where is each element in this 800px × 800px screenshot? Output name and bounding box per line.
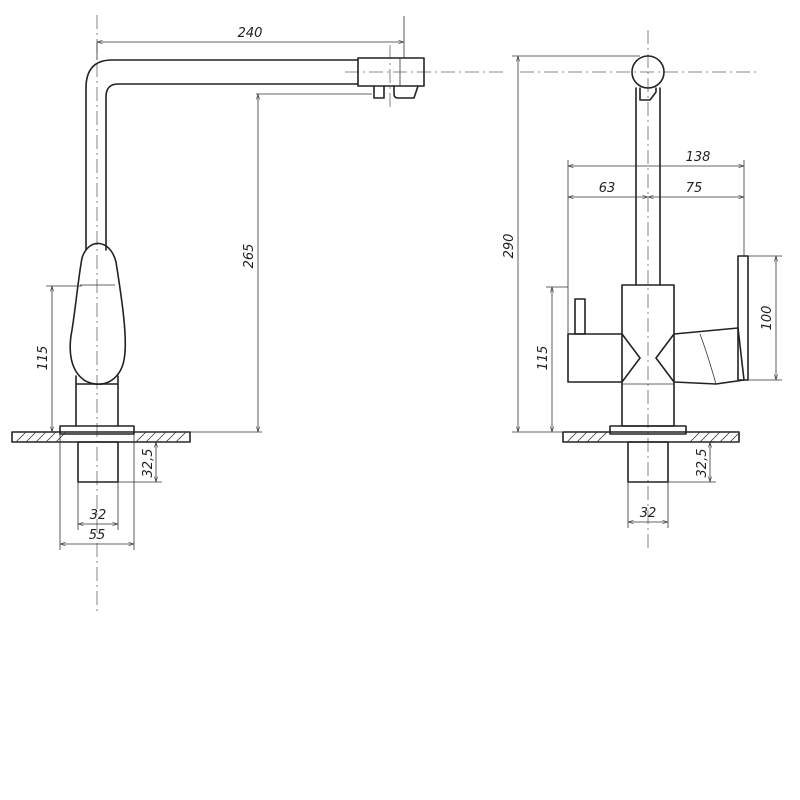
side-spout-head [357, 57, 425, 87]
side-view [11, 15, 505, 615]
front-view [520, 30, 760, 548]
front-right-lever [737, 255, 749, 381]
dim-overall-width: 138 [686, 150, 711, 165]
front-mount-shank [627, 441, 669, 483]
front-central-body [621, 284, 675, 427]
side-base-flange [59, 425, 135, 435]
dim-total-height: 290 [502, 234, 517, 259]
dim-front-mount-depth: 32,5 [695, 449, 710, 478]
front-right-handle [655, 327, 745, 385]
dim-base-diameter: 55 [89, 528, 106, 543]
dim-spout-height: 265 [242, 244, 257, 269]
front-spout-head [631, 55, 665, 89]
dim-front-shank-diameter: 32 [640, 506, 657, 521]
dim-mount-depth: 32,5 [141, 449, 156, 478]
dim-front-body-height: 115 [536, 346, 551, 371]
dim-lever-height: 100 [760, 306, 775, 331]
dim-spout-reach: 240 [238, 26, 263, 41]
side-mount-shank [77, 441, 119, 483]
dim-left-width: 63 [599, 181, 616, 196]
dim-shank-diameter: 32 [90, 508, 107, 523]
front-left-handle [567, 333, 641, 383]
front-dimensions: 290 138 63 75 100 115 32,5 32 [502, 55, 782, 528]
dim-right-width: 75 [686, 181, 703, 196]
side-spout-tube [85, 59, 359, 251]
side-dimensions: 240 265 115 32,5 32 55 [36, 16, 405, 550]
side-handle [69, 242, 127, 385]
front-spout-riser [635, 87, 661, 286]
dim-body-height: 115 [36, 346, 51, 371]
front-left-lever [574, 298, 586, 335]
